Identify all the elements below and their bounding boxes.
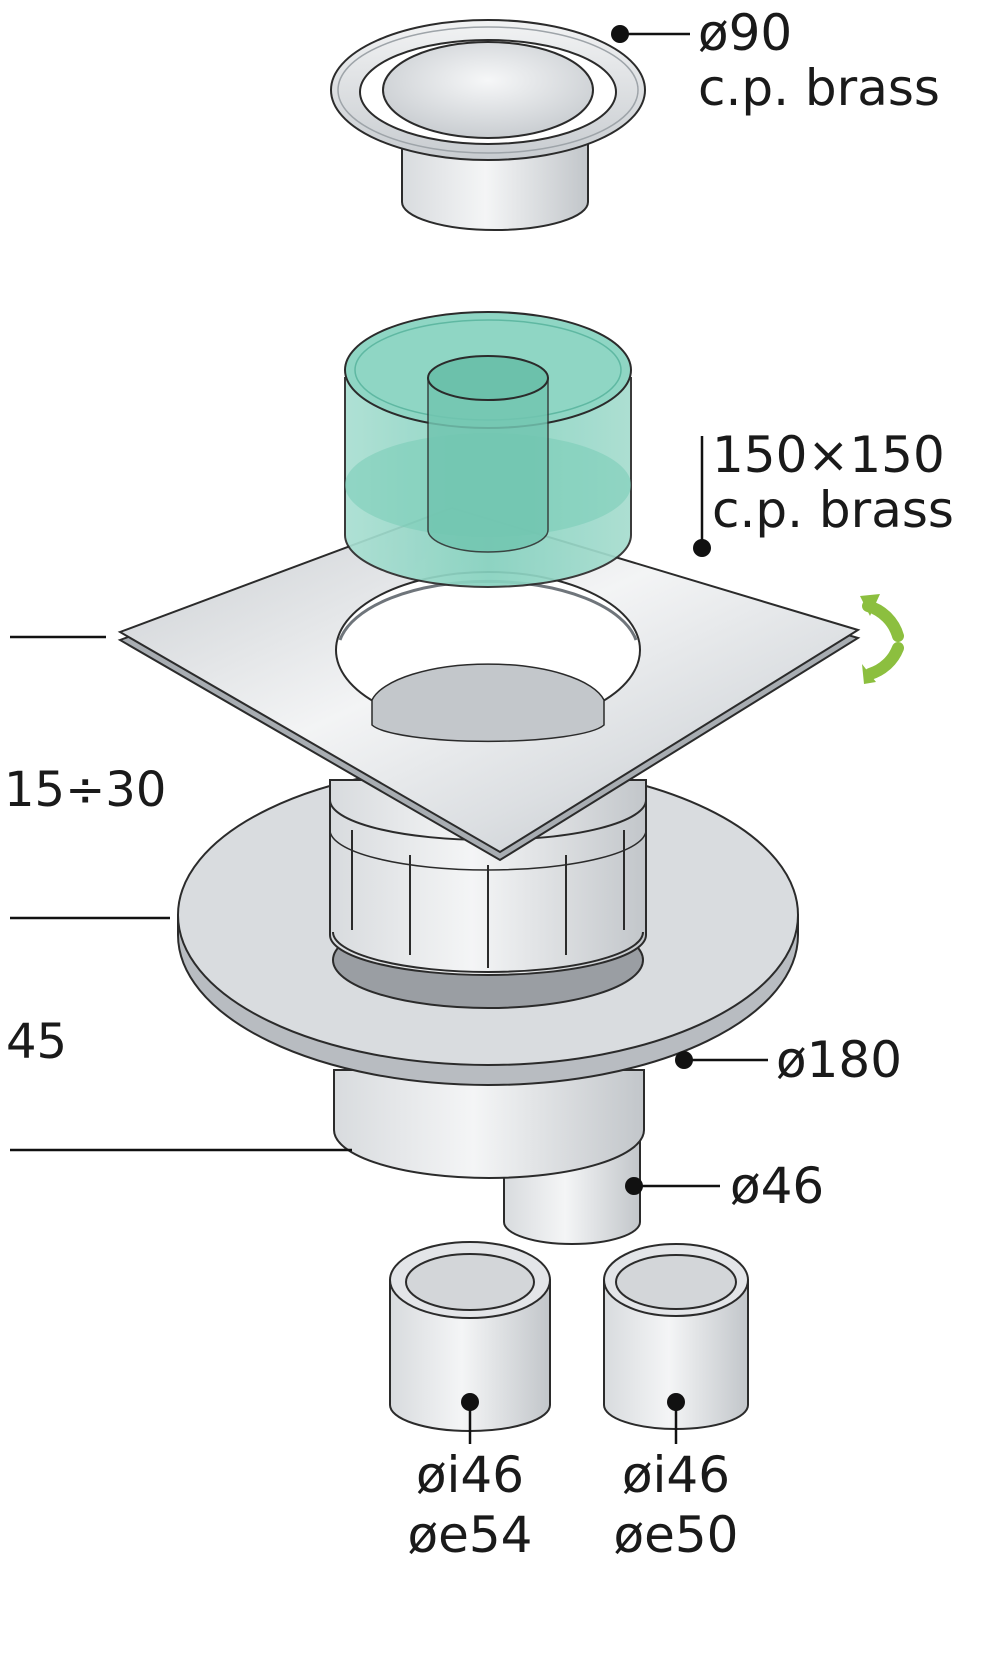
outlet-diameter-label: ø46 — [730, 1157, 824, 1215]
rotate-arrows-icon — [860, 594, 904, 684]
body-height-label: 45 — [6, 1014, 67, 1070]
callout-outlet — [625, 1177, 720, 1195]
adapter-right-inner-label: øi46 — [622, 1446, 730, 1504]
dimension-lines — [10, 635, 352, 1152]
adjustable-height-label: 15÷30 — [4, 762, 166, 818]
callout-adapter-right — [667, 1393, 685, 1444]
sump-body — [333, 1069, 645, 1179]
cover-diameter-label: ø90 — [698, 4, 792, 62]
cover-material-label: c.p. brass — [698, 59, 940, 117]
plate-material-label: c.p. brass — [712, 481, 954, 539]
plate-size-label: 150×150 — [712, 426, 945, 484]
callout-plate — [693, 436, 711, 557]
flange-diameter-label: ø180 — [776, 1031, 902, 1089]
callout-flange — [675, 1051, 768, 1069]
cover-grate — [330, 19, 646, 231]
adjustment-cylinder — [329, 779, 647, 1009]
adapter-left-outer-label: øe54 — [408, 1506, 533, 1564]
callout-adapter-left — [461, 1393, 479, 1444]
adapter-left-inner-label: øi46 — [416, 1446, 524, 1504]
odour-trap-insert — [344, 311, 632, 588]
adapter-right — [603, 1243, 749, 1430]
adapter-right-outer-label: øe50 — [614, 1506, 739, 1564]
adapter-left — [389, 1241, 551, 1432]
callout-cover — [611, 25, 690, 43]
